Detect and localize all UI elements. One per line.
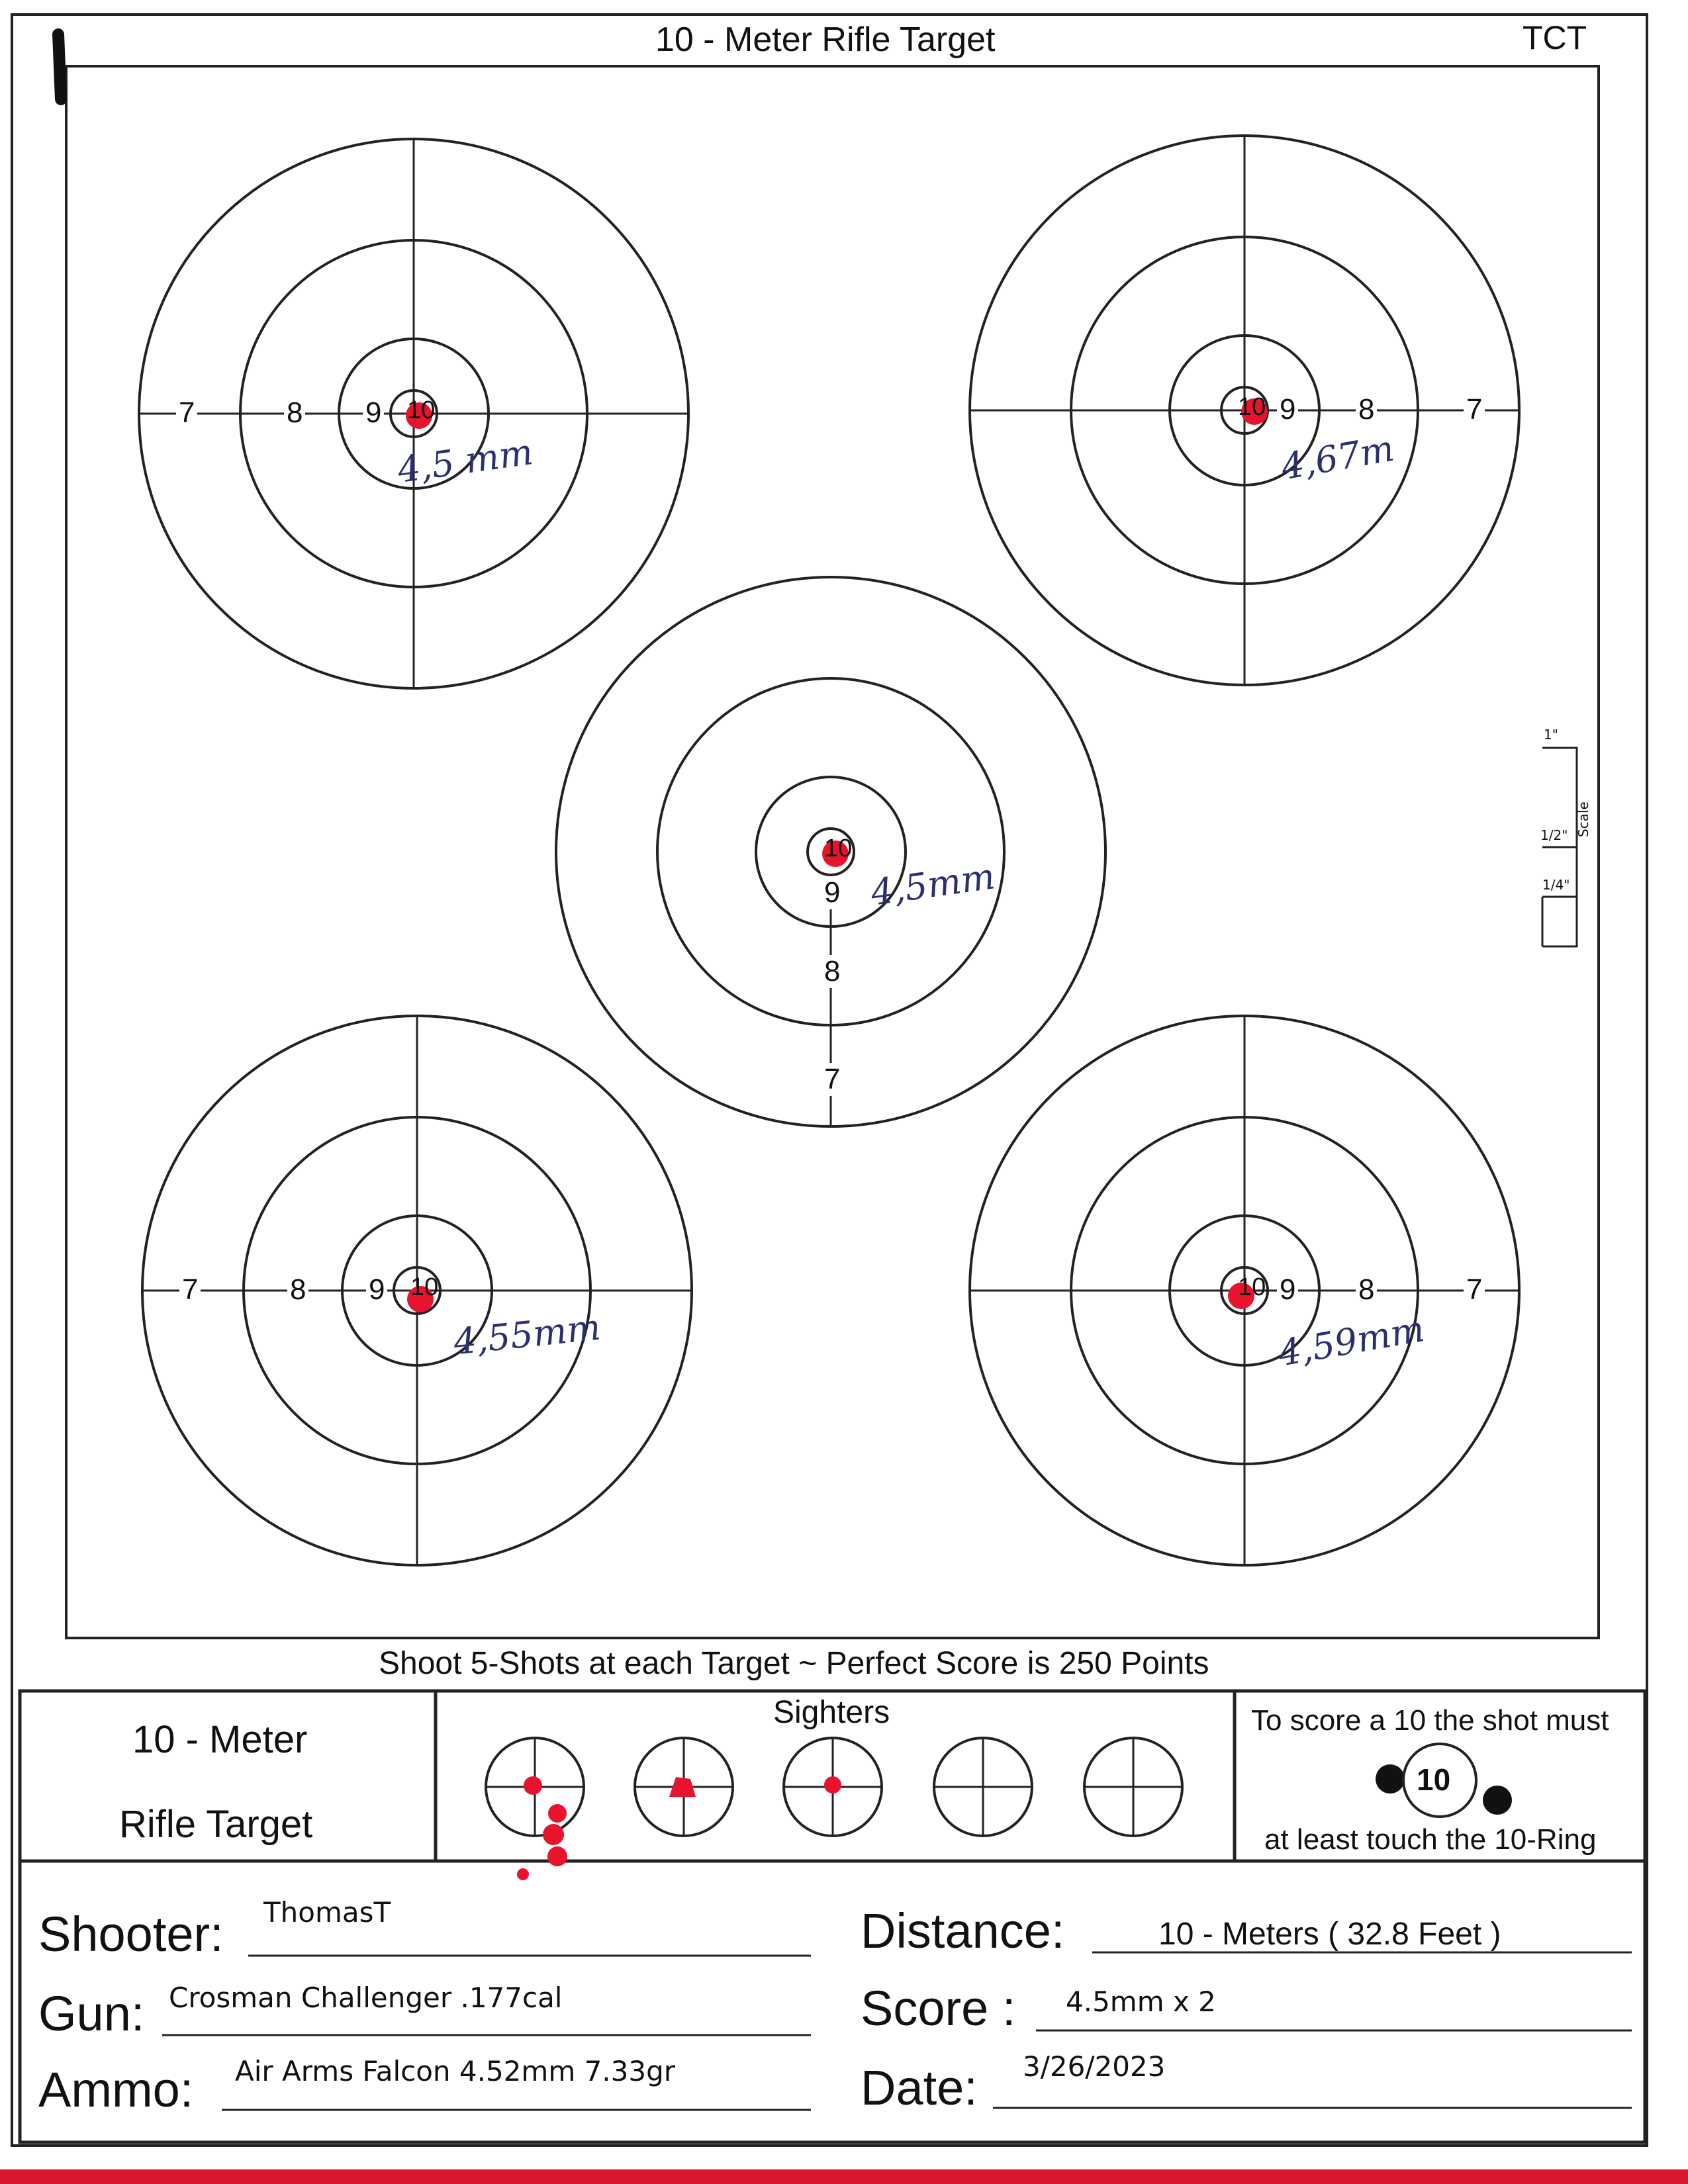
rule-badge-number: 10: [1417, 1762, 1451, 1797]
ring-label-8: 8: [821, 955, 843, 988]
ring-label-8: 8: [287, 1273, 309, 1306]
shooter-value[interactable]: ThomasT: [263, 1896, 391, 1929]
corner-mark: [52, 28, 67, 105]
ring-label-9: 9: [1277, 1273, 1299, 1306]
stray-holes: [517, 1804, 567, 1880]
scale-mark-1in: 1": [1544, 727, 1558, 743]
date-value[interactable]: 3/26/2023: [1023, 2050, 1166, 2083]
ring-label-10: 10: [410, 1273, 439, 1301]
bullet-hole: [822, 841, 849, 867]
sighter-hole: [824, 1776, 841, 1794]
ring-label-8: 8: [1356, 393, 1378, 426]
target-bottom-right: [968, 1015, 1521, 1567]
score-label: Score :: [861, 1981, 1016, 2036]
scale-mark-quarter: 1/4": [1542, 877, 1570, 893]
distance-value[interactable]: 10 - Meters ( 32.8 Feet ): [1158, 1917, 1501, 1952]
instructions: Shoot 5-Shots at each Target ~ Perfect S…: [379, 1646, 1209, 1681]
ring-label-9: 9: [1277, 393, 1299, 426]
rule-text-1: To score a 10 the shot must: [1251, 1704, 1609, 1737]
sighters-label: Sighters: [773, 1695, 890, 1730]
ring-label-9: 9: [366, 1273, 388, 1306]
sheet-title: 10 - Meter Rifle Target: [655, 21, 996, 59]
gun-value[interactable]: Crosman Challenger .177cal: [169, 1981, 563, 2014]
ring-label-10: 10: [407, 396, 436, 424]
sighter-hole: [524, 1776, 542, 1795]
sheet-code: TCT: [1523, 19, 1587, 56]
bullet-hole: [407, 1286, 434, 1312]
rule-badge: [1376, 1743, 1512, 1818]
sighter-hole: [669, 1777, 696, 1797]
ring-label-9: 9: [821, 876, 843, 909]
ring-label-10: 10: [1238, 393, 1266, 421]
target-bottom-left: [141, 1015, 693, 1567]
ring-label-7: 7: [1464, 1273, 1485, 1306]
sighter-target: [782, 1737, 883, 1837]
ring-label-10: 10: [1238, 1273, 1266, 1301]
target-area-border: [65, 65, 1600, 1639]
sighter-target: [933, 1737, 1033, 1837]
ammo-label: Ammo:: [38, 2062, 194, 2117]
ring-label-7: 7: [176, 396, 198, 430]
sighter-target: [1083, 1737, 1184, 1837]
ring-label-8: 8: [1356, 1273, 1378, 1306]
bullet-hole: [1241, 398, 1268, 425]
ammo-value[interactable]: Air Arms Falcon 4.52mm 7.33gr: [235, 2055, 676, 2087]
brand-line-2: Rifle Target: [119, 1803, 313, 1846]
gun-label: Gun:: [38, 1986, 145, 2041]
ring-label-7: 7: [821, 1063, 843, 1096]
footer-fields-box: [18, 1859, 1647, 2144]
brand-line-1: 10 - Meter: [132, 1718, 308, 1761]
bottom-red-strip: [0, 2169, 1688, 2184]
shooter-label: Shooter:: [38, 1907, 224, 1962]
scale-label: Scale: [1575, 801, 1591, 837]
score-value[interactable]: 4.5mm x 2: [1066, 1985, 1216, 2018]
ring-label-7: 7: [179, 1273, 201, 1306]
rule-text-2: at least touch the 10-Ring: [1264, 1823, 1597, 1856]
ring-label-9: 9: [363, 396, 385, 430]
distance-label: Distance:: [861, 1903, 1065, 1958]
field-lines: [162, 1951, 1632, 2111]
scale-mark-half: 1/2": [1540, 827, 1568, 843]
target-center: [555, 576, 1107, 1128]
sighter-target: [633, 1737, 734, 1837]
outer-border: [11, 13, 1648, 2147]
date-label: Date:: [861, 2060, 978, 2115]
bullet-hole: [406, 402, 432, 429]
scale-bracket: [1541, 747, 1578, 948]
target-top-left: [138, 138, 690, 690]
ring-label-10: 10: [824, 835, 853, 862]
sighter-target: [485, 1737, 585, 1837]
ring-label-8: 8: [284, 396, 306, 430]
ring-label-7: 7: [1464, 393, 1485, 426]
target-top-right: [968, 134, 1521, 686]
bullet-hole: [1228, 1283, 1254, 1309]
